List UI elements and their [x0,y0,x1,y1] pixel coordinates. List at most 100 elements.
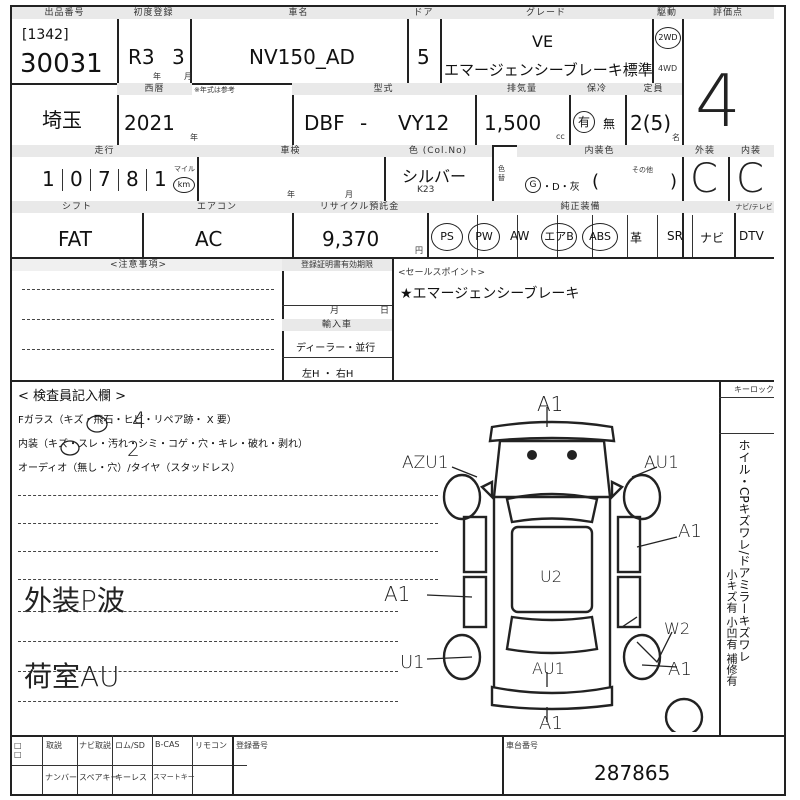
year-value-unit: 年 [190,133,198,142]
dealer-parallel: ディーラー・並行 [296,343,376,354]
equipment-aw: AW [510,229,530,243]
displacement-label: 排気量 [475,83,569,95]
equipment-sr: SR [667,229,683,243]
model-label: 型式 [292,83,475,95]
recycle-label: リサイクル預託金 [292,201,427,213]
grade-line1: VE [532,32,554,51]
equipment-label: 純正装備 [427,201,734,213]
model-code: VY12 [398,111,450,135]
mark-au1-right: AU1 [644,453,679,473]
inspector-hand-marks [60,415,108,456]
inspector-line3: オーディオ（無し・穴）/タイヤ（スタッドレス） [18,463,241,474]
inspector-line1: Fガラス（キズ・飛石・ヒビ・リペア跡・ X 要） [18,415,237,426]
mileage-digit-3: 7 [98,167,111,191]
hand-mark-2: 2 [127,437,140,461]
aircon-value: AC [195,227,223,251]
footer-number: ナンバー [45,773,77,782]
mark-w2: W2 [664,619,690,638]
displacement-unit: cc [556,132,565,141]
first-reg-label: 初度登録 [117,7,190,19]
reg-exp-month: 月 [330,306,340,316]
lot-number: 30031 [20,49,103,79]
equipment-navi: ナビ [700,231,725,245]
footer-keyless: キーレス [115,773,147,782]
exterior-label: 外装 [682,145,728,157]
doors: 5 [417,45,430,69]
mark-rear-a1: A1 [539,713,563,734]
model-sep: - [360,111,368,135]
inspection-month-unit: 月 [345,190,353,199]
interior-color-paren-close: ) [670,171,678,192]
footer-manual: 取説 [46,741,62,750]
mark-front-a1: A1 [537,392,564,416]
mark-azu1: AZU1 [402,453,449,473]
steering-side: 左H ・ 右H [302,369,354,380]
exterior-grade: C [690,156,718,202]
mileage-digit-5: 1 [154,167,167,191]
mileage-label: 走行 [12,145,197,157]
interior-color-paren-open: ( [592,171,600,192]
interior-label: 内装 [728,145,774,157]
car-damage-diagram [426,407,704,732]
lot-prefix: [1342] [22,27,69,43]
inspection-label: 車検 [197,145,384,157]
aircon-label: エアコン [142,201,292,213]
notes-label: <注意事項> [12,259,282,271]
mark-au1-rear: AU1 [532,659,565,678]
drive-2wd-circle: 2WD [655,27,681,49]
footer-rom-sd: ロム/SD [115,741,145,750]
inspector-title: < 検査員記入欄 > [18,389,127,404]
chassis-number: 287865 [594,761,671,785]
sales-point: ★エマージェンシーブレーキ [400,286,580,302]
equipment-dtv: DTV [739,229,764,243]
capacity-value: 2(5) [630,111,672,135]
interior-color-d: ・D・灰 [542,182,580,193]
mark-u1: U1 [400,652,425,673]
capacity-unit: 名 [672,133,680,142]
navi-tv-label: ナビ/テレビ [734,201,774,213]
footer-navi-manual: ナビ取説 [79,741,111,750]
color-name: シルバー [402,167,467,186]
score-handwritten: 4 [695,59,741,143]
car-name: NV150_AD [249,45,355,69]
equipment-ps-circle: PS [431,223,463,251]
equipment-leather: 革 [630,231,643,245]
hand-cargo-note: 荷室AU [24,660,120,693]
grade-label: グレード [440,7,652,19]
shift-label: シフト [12,201,142,213]
shift-value: FAT [58,227,93,251]
hand-mark-1: 4 [132,409,146,434]
first-reg-era: R3 [128,45,155,69]
drive-label: 駆動 [652,7,682,19]
color-change-label: 色替 [498,165,505,182]
side-text-2: 小キズ有 小凹有 補修有 [725,569,738,686]
sales-point-label: <セールスポイント> [398,268,486,278]
year-unit: 年 [153,72,161,81]
side-text-1: ホイル・CPキズワレ/ドアミラーキズワレ [737,439,751,663]
mileage-unit-mile: マイル [174,165,195,173]
recycle-value: 9,370 [322,227,380,251]
year-label: 西暦 [117,83,192,95]
score-label: 評価点 [682,7,774,19]
mark-a1-rear-right: A1 [668,659,692,680]
first-reg-month: 3 [172,45,185,69]
reg-exp-day: 日 [380,306,390,316]
footer-check-1: □□ [14,741,22,759]
mileage-digit-1: 1 [42,167,55,191]
mark-a1-left: A1 [384,582,411,606]
mileage-digit-2: 0 [70,167,83,191]
recycle-unit: 円 [415,246,423,255]
capacity-label: 定員 [625,83,682,95]
footer-smart-key: スマートキー [153,773,195,781]
cooler-label: 保冷 [569,83,625,95]
mileage-digit-4: 8 [126,167,139,191]
interior-grade: C [736,156,764,202]
footer-spare-key: スペアキー [79,773,119,782]
auction-sheet: 出品番号 [1342] 30031 初度登録 R3 3 年 月 車名 NV150… [10,5,786,796]
mark-u2: U2 [540,567,562,586]
model-prefix: DBF [304,111,345,135]
doors-label: ドア [407,7,440,19]
mark-a1-right: A1 [678,521,702,542]
displacement-value: 1,500 [484,111,542,135]
footer-bcas: B-CAS [155,740,180,749]
